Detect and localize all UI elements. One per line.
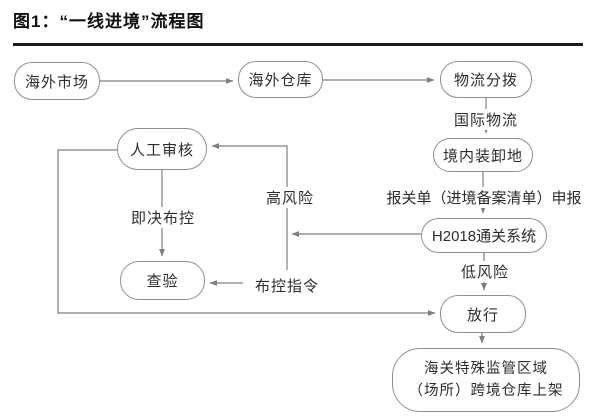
node-label: 人工审核 — [129, 141, 194, 159]
node-label-line1: 海关特殊监管区域 — [424, 360, 548, 377]
node-inspection: 查验 — [120, 261, 205, 300]
node-logistics-distribution: 物流分拨 — [440, 61, 532, 98]
node-label: 海关特殊监管区域 （场所）跨境仓库上架 — [409, 358, 564, 403]
node-label: 海外仓库 — [248, 72, 313, 89]
node-label-line2: （场所）跨境仓库上架 — [408, 383, 564, 399]
node-label: 查验 — [146, 273, 179, 290]
node-label: H2018通关系统 — [431, 228, 537, 245]
edge-label-immediate-control: 即决布控 — [122, 207, 204, 228]
node-h2018-system: H2018通关系统 — [421, 218, 547, 253]
figure-title: 图1：“一线进境”流程图 — [13, 12, 205, 31]
edge-label-declaration: 报关单（进境备案清单）申报 — [373, 187, 595, 208]
edge-label-high-risk: 高风险 — [259, 187, 321, 208]
title-divider — [13, 43, 583, 46]
node-manual-review: 人工审核 — [117, 128, 207, 170]
node-label: 海外市场 — [24, 73, 89, 91]
node-label: 境内装卸地 — [442, 147, 523, 165]
edge-manual-review-to-release — [57, 149, 436, 316]
node-overseas-warehouse: 海外仓库 — [238, 61, 323, 98]
node-label: 物流分拨 — [453, 72, 518, 89]
edge-label-control-instruction: 布控指令 — [246, 275, 328, 296]
node-domestic-loading: 境内装卸地 — [433, 138, 533, 172]
node-release: 放行 — [440, 295, 526, 333]
node-label: 放行 — [466, 306, 499, 324]
edge-label-international-logistics: 国际物流 — [445, 109, 527, 130]
node-special-supervision-zone: 海关特殊监管区域 （场所）跨境仓库上架 — [392, 348, 580, 412]
edge-junction-to-manual-review — [211, 143, 288, 270]
node-overseas-market: 海外市场 — [14, 62, 100, 100]
edge-label-low-risk: 低风险 — [454, 261, 516, 282]
